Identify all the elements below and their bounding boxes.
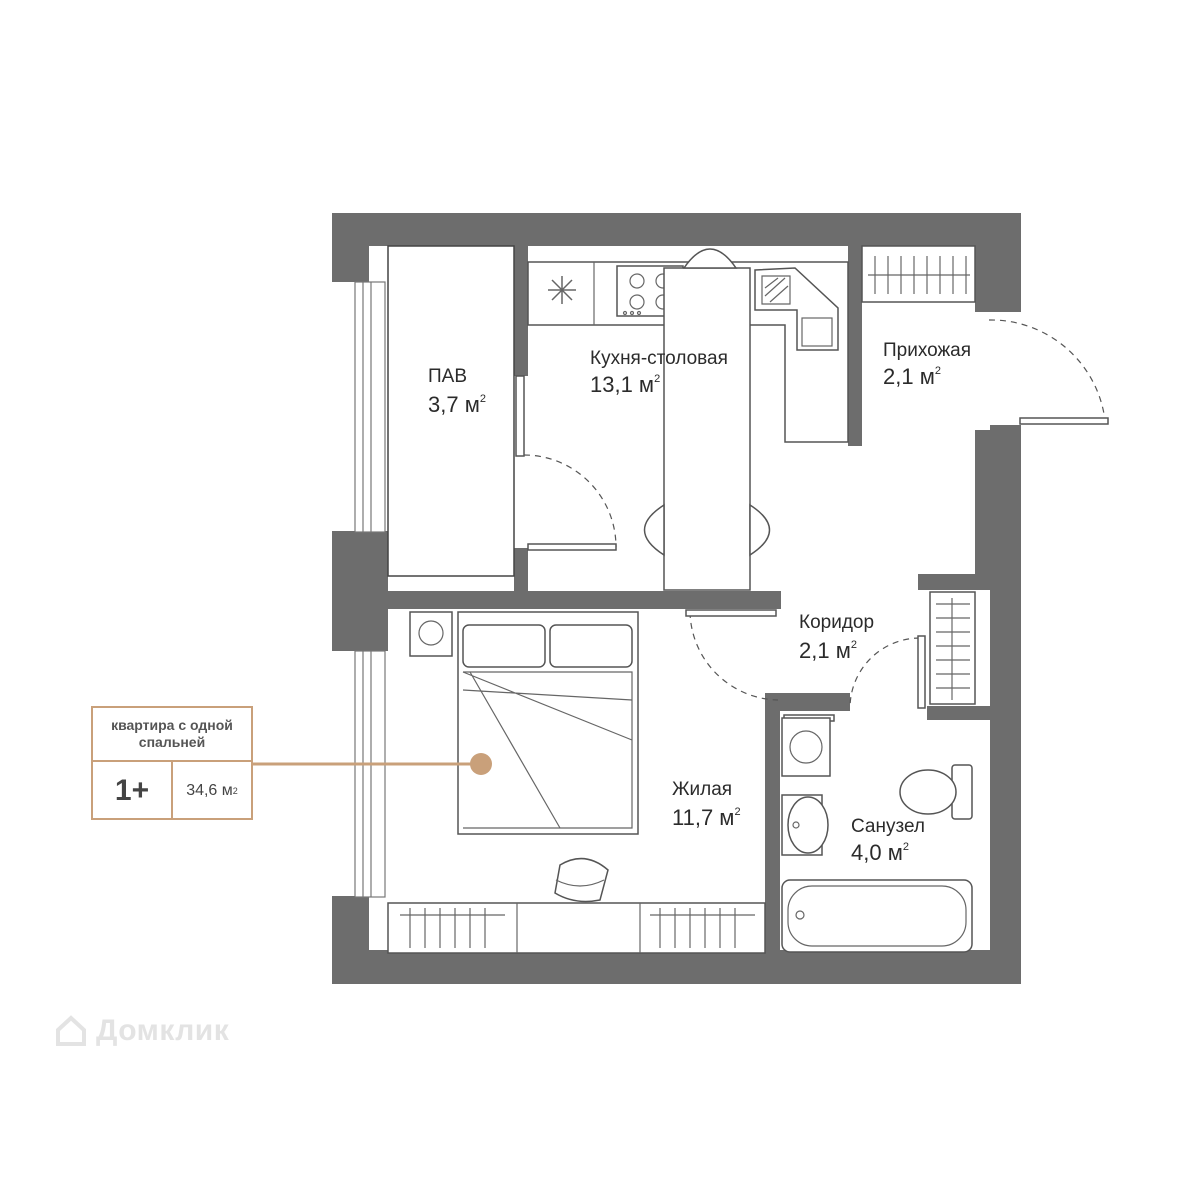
- svg-text:11,7 м2: 11,7 м2: [672, 805, 741, 830]
- walls: [332, 213, 1021, 984]
- room-label-living: Жилая 11,7 м2: [672, 779, 741, 830]
- svg-text:13,1 м2: 13,1 м2: [590, 372, 660, 397]
- room-label-kitchen: Кухня-столовая 13,1 м2: [590, 348, 728, 397]
- watermark: Домклик: [54, 1014, 229, 1048]
- svg-text:2,1 м2: 2,1 м2: [883, 364, 941, 389]
- pav-room: [387, 245, 515, 577]
- svg-text:Кухня-столовая: Кухня-столовая: [590, 348, 728, 369]
- room-label-bathroom: Санузел 4,0 м2: [851, 816, 925, 865]
- bedroom-marker: [470, 753, 492, 775]
- bedside-table: [409, 611, 453, 657]
- hallway-wardrobe: [861, 245, 976, 303]
- desk: [387, 902, 766, 954]
- desk-chair: [554, 857, 609, 903]
- corridor-wardrobe: [929, 591, 976, 705]
- svg-text:Коридор: Коридор: [799, 612, 874, 633]
- svg-text:Жилая: Жилая: [672, 779, 732, 800]
- svg-text:Прихожая: Прихожая: [883, 340, 971, 361]
- house-logo-icon: [56, 1015, 86, 1046]
- svg-text:3,7 м2: 3,7 м2: [428, 392, 486, 417]
- rooms-count: 1+: [93, 762, 173, 820]
- fridge-icon: [548, 276, 576, 304]
- bed: [457, 611, 639, 835]
- svg-text:ПАВ: ПАВ: [428, 366, 467, 387]
- watermark-text: Домклик: [96, 1014, 230, 1047]
- svg-text:2,1 м2: 2,1 м2: [799, 638, 857, 663]
- svg-text:Санузел: Санузел: [851, 816, 925, 837]
- apartment-type-label: квартира с одной спальней: [93, 708, 251, 762]
- room-label-corridor: Коридор 2,1 м2: [799, 612, 874, 663]
- washbasin: [781, 794, 829, 856]
- sink-icon: [754, 267, 839, 351]
- bathtub: [781, 879, 973, 953]
- svg-text:4,0 м2: 4,0 м2: [851, 840, 909, 865]
- dining-table: [643, 248, 771, 591]
- room-label-pav: ПАВ 3,7 м2: [428, 366, 486, 417]
- windows: [354, 281, 386, 898]
- room-label-hallway: Прихожая 2,1 м2: [883, 340, 971, 389]
- toilet: [899, 764, 973, 820]
- washing-machine: [781, 717, 831, 777]
